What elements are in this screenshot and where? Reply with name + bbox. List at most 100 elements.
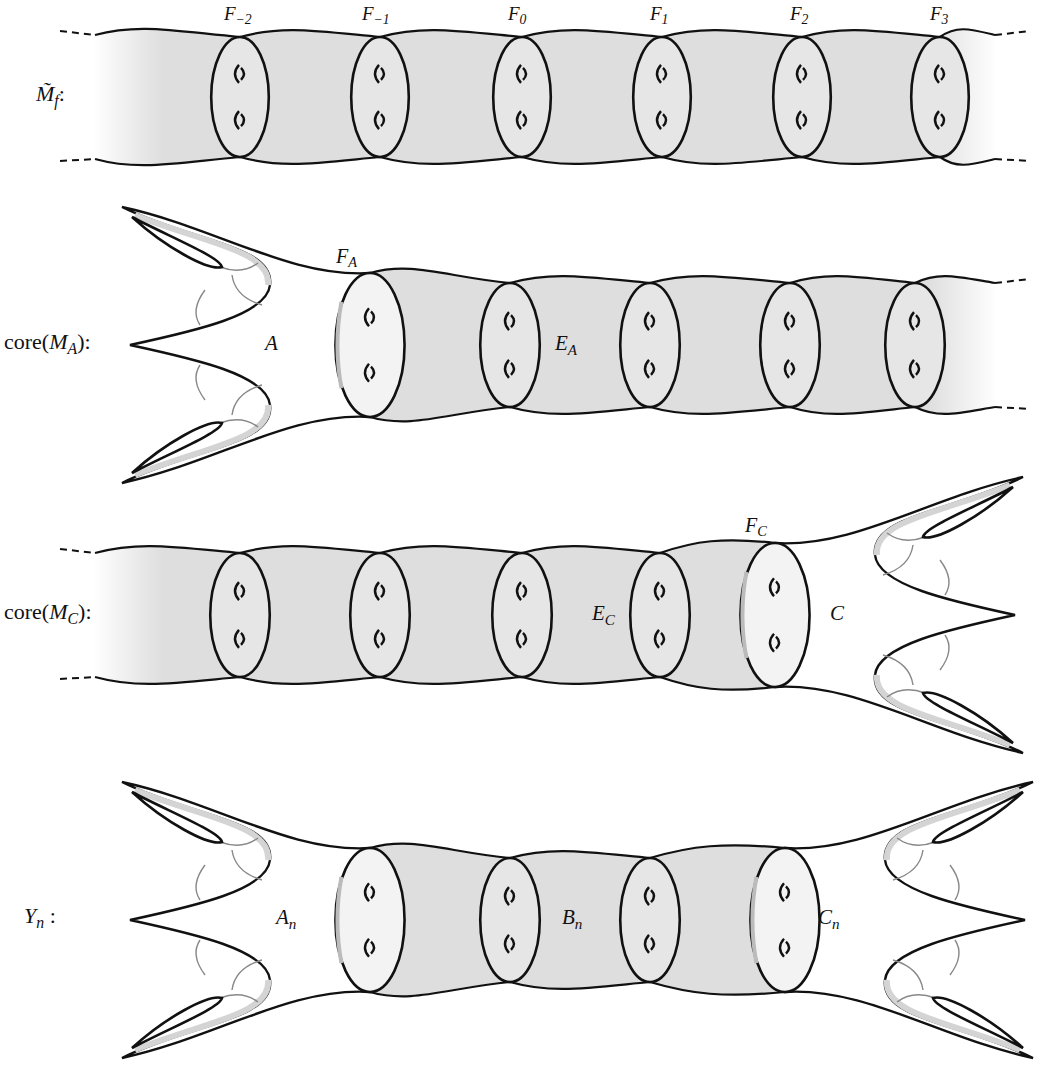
math-label: EC xyxy=(592,602,615,625)
lobe-arc xyxy=(220,838,258,845)
lobe-hole xyxy=(923,693,1013,743)
handle xyxy=(770,578,774,596)
handle xyxy=(661,633,664,645)
handle xyxy=(935,65,939,83)
handle xyxy=(651,938,654,950)
handle xyxy=(381,114,384,126)
handle xyxy=(916,315,919,327)
handle xyxy=(241,585,244,597)
lobe-hole xyxy=(132,792,222,842)
handle xyxy=(235,111,239,129)
math-label: F0 xyxy=(508,4,526,25)
math-label: F−2 xyxy=(224,4,252,25)
lobe-shade xyxy=(135,215,268,285)
handle xyxy=(511,890,514,902)
lobe-arc xyxy=(883,545,913,575)
tube-edge xyxy=(370,844,785,858)
handle xyxy=(791,363,794,375)
handle xyxy=(941,68,944,80)
math-label: C xyxy=(830,602,844,625)
handle xyxy=(651,890,654,902)
handle xyxy=(375,582,379,600)
math-label: FA xyxy=(336,245,357,267)
handle xyxy=(910,312,914,330)
handle xyxy=(523,114,526,126)
handle xyxy=(935,111,939,129)
handle xyxy=(663,68,666,80)
fiber-surface xyxy=(335,848,404,992)
handle xyxy=(371,942,374,954)
handle xyxy=(916,363,919,375)
fiber-surface xyxy=(492,553,552,677)
fiber-surface xyxy=(480,283,540,407)
math-label: Yn : xyxy=(24,904,56,928)
lobe-arc xyxy=(887,533,925,540)
handle xyxy=(655,630,659,648)
handle xyxy=(651,315,654,327)
tube-edge xyxy=(370,407,995,421)
handle xyxy=(381,585,384,597)
dashed-end xyxy=(995,279,1030,409)
handle xyxy=(505,360,509,378)
math-label: Cn xyxy=(818,906,840,929)
lobe-arc xyxy=(897,995,935,1002)
math-label: F1 xyxy=(650,4,668,25)
surface-shade xyxy=(752,877,756,963)
fiber-surface xyxy=(210,553,270,677)
tube-edge xyxy=(95,540,775,553)
tube-edge xyxy=(370,982,785,996)
lobe-hole xyxy=(933,998,1023,1048)
fiber-surface xyxy=(480,858,540,982)
handle xyxy=(511,315,514,327)
lobe-arc xyxy=(893,850,923,880)
handle xyxy=(645,935,649,953)
lobe-arc xyxy=(220,263,258,270)
math-label: F2 xyxy=(790,4,808,25)
lobe-arc xyxy=(897,838,935,845)
math-label: A xyxy=(265,332,278,355)
lobe-shade xyxy=(877,485,1010,555)
fiber-surface xyxy=(350,553,410,677)
handle xyxy=(371,886,374,898)
end-region xyxy=(122,782,370,1058)
handle xyxy=(780,939,784,957)
lobe-arc xyxy=(950,940,959,975)
surface-shade xyxy=(337,877,341,963)
surface-shade xyxy=(337,302,341,388)
handle xyxy=(371,367,374,379)
math-label: core(MC): xyxy=(4,600,92,624)
lobe-hole xyxy=(933,792,1023,842)
tube-fill xyxy=(95,29,995,165)
handle xyxy=(645,312,649,330)
lobe-arc xyxy=(232,275,262,305)
lobe-hole xyxy=(923,487,1013,537)
lobe-arc xyxy=(196,290,205,325)
fade-end xyxy=(93,535,163,695)
fade-end xyxy=(93,17,163,177)
lobe-arc xyxy=(196,365,205,400)
end-region xyxy=(785,782,1033,1058)
lobe-hole xyxy=(132,423,222,473)
math-label: FC xyxy=(745,514,767,536)
lobe-shade xyxy=(877,675,1010,745)
lobe-arc xyxy=(220,420,258,427)
handle xyxy=(786,942,789,954)
math-label: F3 xyxy=(930,4,948,25)
math-label: EA xyxy=(555,332,577,355)
handle xyxy=(645,360,649,378)
fiber-surface xyxy=(633,37,691,157)
handle xyxy=(803,114,806,126)
handle xyxy=(517,111,521,129)
handle xyxy=(645,887,649,905)
handle xyxy=(235,582,239,600)
tube-edge xyxy=(95,29,995,37)
tube-fill xyxy=(370,844,785,997)
handle xyxy=(365,364,369,382)
handle xyxy=(791,315,794,327)
fiber-surface xyxy=(740,543,809,687)
dashed-end xyxy=(60,31,95,161)
handle xyxy=(241,114,244,126)
end-region xyxy=(775,477,1023,753)
